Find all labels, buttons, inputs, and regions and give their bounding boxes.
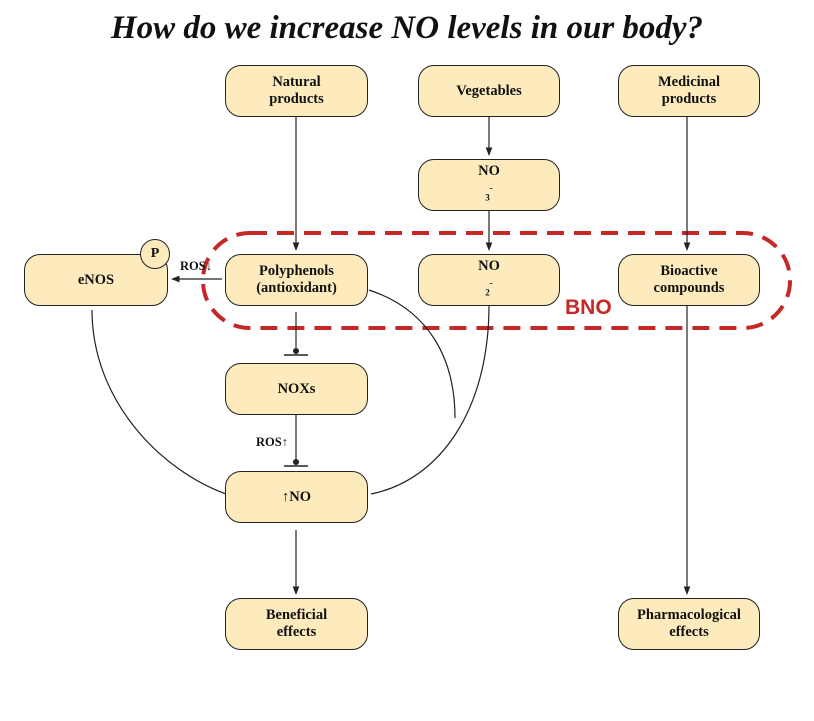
vegetables-node: Vegetables <box>418 65 560 117</box>
polyphenols-node: Polyphenols (antioxidant) <box>225 254 368 306</box>
beneficial-effects-node: Beneficial effects <box>225 598 368 650</box>
diagram-title: How do we increase NO levels in our body… <box>110 10 704 46</box>
bioactive-compounds-node: Bioactive compounds <box>618 254 760 306</box>
curve-no2-to-no <box>370 304 490 495</box>
ros-up-label: ROS↑ <box>256 435 288 449</box>
no-increase-node: ↑NO <box>225 471 368 523</box>
ros-down-label: ROS↓ <box>180 259 212 273</box>
medicinal-products-node: Medicinal products <box>618 65 760 117</box>
phosphate-circle: P <box>140 239 170 269</box>
noxs-node: NOXs <box>225 363 368 415</box>
curve-enos-to-no <box>91 309 227 495</box>
curve-polyphenols-to-no <box>368 289 456 419</box>
bno-region <box>201 231 792 330</box>
bno-label: BNO <box>565 296 612 319</box>
natural-products-node: Natural products <box>225 65 368 117</box>
pharmacological-effects-node: Pharmacological effects <box>618 598 760 650</box>
